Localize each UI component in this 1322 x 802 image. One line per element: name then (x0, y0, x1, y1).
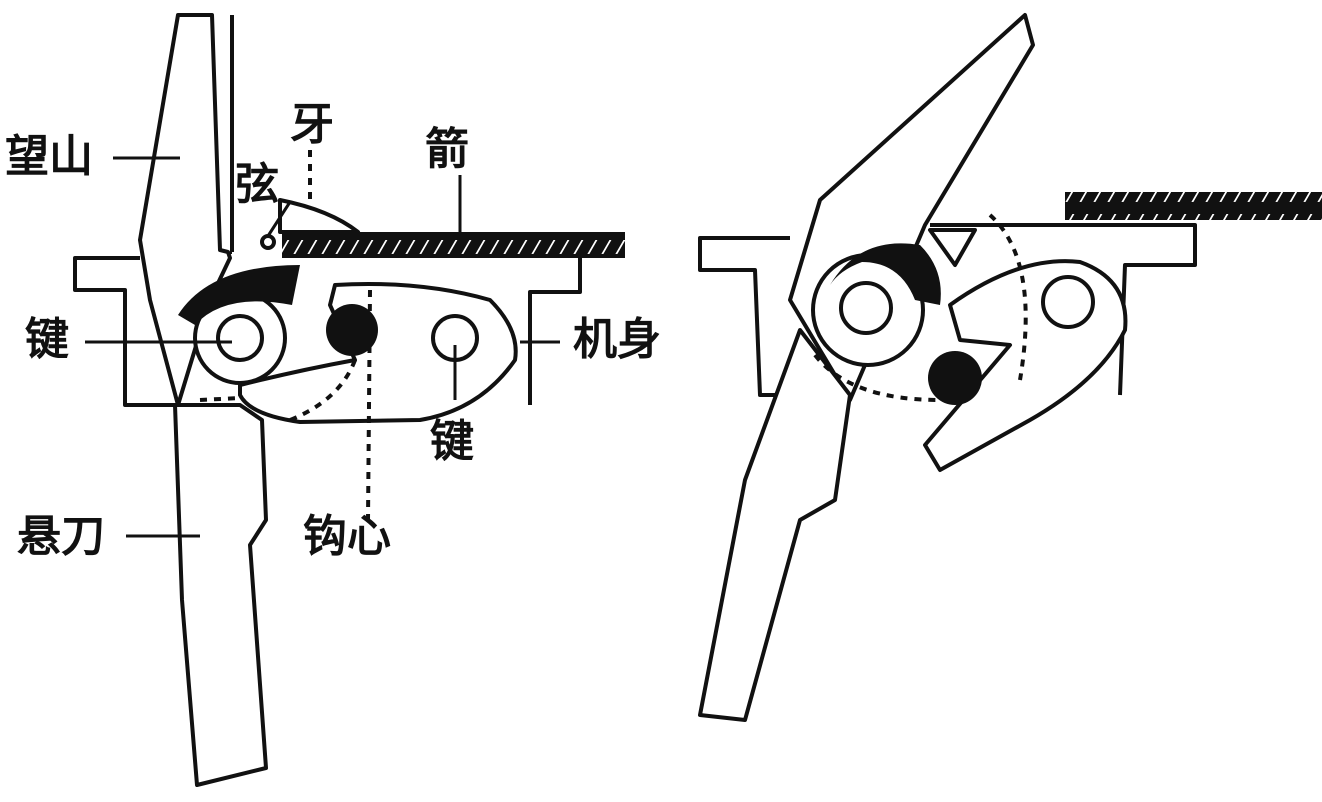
left-arrow (282, 232, 625, 258)
left-key-hole (216, 314, 264, 362)
left-body-outline (73, 15, 582, 407)
left-roller (326, 304, 378, 356)
left-xuandao (173, 403, 268, 787)
leader-lines (85, 156, 560, 538)
label-jian-key-left: 键 (25, 314, 69, 365)
right-dashed (813, 213, 1028, 402)
label-xian: 弦 (235, 159, 279, 210)
right-ya (928, 228, 977, 267)
right-key-hole-2 (1041, 275, 1095, 329)
left-dashed (199, 150, 372, 521)
left-ya (278, 198, 360, 234)
label-ya: 牙 (290, 99, 334, 150)
right-roller (928, 351, 982, 405)
right-key-hole (839, 281, 893, 335)
label-xuandao: 悬刀 (17, 511, 105, 562)
label-wangshan: 望山 (5, 131, 93, 182)
left-string (260, 234, 276, 250)
label-jishen: 机身 (573, 314, 661, 365)
right-xuandao (698, 328, 852, 722)
label-gouxin: 钩心 (303, 511, 391, 562)
right-arrow (1065, 192, 1322, 220)
label-jian-arrow: 箭 (425, 124, 469, 175)
label-jian-key-bottom: 键 (430, 416, 474, 467)
left-teeth-arc (178, 265, 300, 325)
right-gouxin (923, 259, 1128, 472)
right-teeth-arc (830, 243, 941, 305)
